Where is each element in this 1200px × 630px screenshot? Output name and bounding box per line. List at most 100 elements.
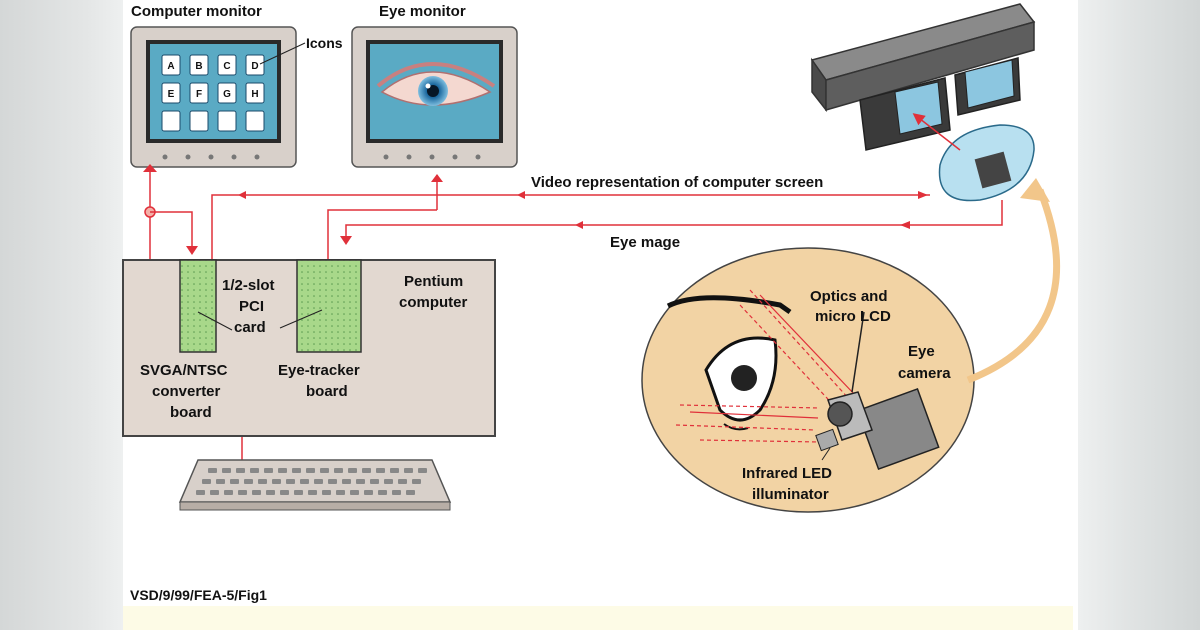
screen-icon-key — [217, 110, 237, 132]
icons-label: Icons — [306, 35, 343, 51]
screen-icon-key — [217, 54, 237, 76]
lcd-arrow — [912, 113, 961, 151]
keyboard-key — [376, 468, 385, 473]
keyboard-key — [244, 479, 253, 484]
computer-monitor: A B C D E F G H — [130, 26, 297, 168]
monitor-buttons — [162, 154, 260, 160]
keyboard-key — [238, 490, 247, 495]
infrared-led — [815, 428, 839, 452]
pentium-computer — [122, 259, 496, 437]
screen-icon-key-label: E — [168, 89, 175, 100]
keyboard-key — [314, 479, 323, 484]
eye-image-label: Eye mage — [610, 234, 680, 251]
keyboard-key — [322, 490, 331, 495]
headset-display — [810, 3, 1036, 151]
keyboard-key — [272, 479, 281, 484]
eye-monitor-label: Eye monitor — [379, 3, 466, 20]
keyboard-key — [342, 479, 351, 484]
left-margin — [0, 0, 123, 630]
eye-camera-label-1: Eye — [908, 343, 935, 360]
keyboard-key — [336, 490, 345, 495]
screen-icon-key-label: B — [195, 61, 202, 72]
keyboard-key — [236, 468, 245, 473]
video-representation-label: Video representation of computer screen — [531, 174, 823, 191]
keyboard-key — [292, 468, 301, 473]
pci-label-3: card — [234, 319, 266, 336]
pupil — [427, 85, 439, 97]
keyboard-key — [370, 479, 379, 484]
screen-icon-key — [217, 82, 237, 104]
screen-icon-key — [189, 82, 209, 104]
right-margin — [1078, 0, 1200, 630]
keyboard-key — [378, 490, 387, 495]
svga-converter-board — [179, 259, 217, 353]
keyboard-key — [328, 479, 337, 484]
keyboard-key — [364, 490, 373, 495]
keyboard-key — [306, 468, 315, 473]
screen-icon-key-label: F — [196, 89, 202, 100]
keyboard-key — [250, 468, 259, 473]
keyboard-key — [208, 468, 217, 473]
keyboard-key — [390, 468, 399, 473]
svga-label-2: converter — [152, 383, 221, 400]
keyboard-key — [362, 468, 371, 473]
keyboard-key — [264, 468, 273, 473]
pci-label-1: 1/2-slot — [222, 277, 275, 294]
keyboard-key — [308, 490, 317, 495]
camera-link-arrow — [966, 188, 1061, 384]
screen-icon-key — [189, 110, 209, 132]
pci-label-2: PCI — [239, 298, 264, 315]
screen-icon-key-label: D — [251, 61, 258, 72]
screen-icon-key — [245, 110, 265, 132]
keyboard-key — [348, 468, 357, 473]
camera-body — [856, 387, 940, 471]
keyboard-key — [334, 468, 343, 473]
infrared-label-1: Infrared LED — [742, 465, 832, 482]
keyboard-key — [266, 490, 275, 495]
keyboard-key — [252, 490, 261, 495]
keyboard-key — [222, 468, 231, 473]
keyboard-key — [202, 479, 211, 484]
keyboard-key — [294, 490, 303, 495]
keyboard-key — [418, 468, 427, 473]
eye-camera-module — [938, 124, 1035, 202]
keyboard-key — [196, 490, 205, 495]
pentium-label-2: computer — [399, 294, 468, 311]
keyboard-key — [412, 479, 421, 484]
keyboard-key — [384, 479, 393, 484]
keyboard-key — [300, 479, 309, 484]
eyebrow — [666, 295, 792, 315]
keyboard-key — [258, 479, 267, 484]
figure-id: VSD/9/99/FEA-5/Fig1 — [130, 587, 267, 603]
screen-icon-key — [161, 54, 181, 76]
screen-icon-key — [161, 110, 181, 132]
eyetracker-label-1: Eye-tracker — [278, 362, 360, 379]
infrared-label-2: illuminator — [752, 486, 829, 503]
pentium-label-1: Pentium — [404, 273, 463, 290]
eyelid — [376, 62, 496, 88]
optics-label-2: micro LCD — [815, 308, 891, 325]
keyboard-key — [210, 490, 219, 495]
keyboard-key — [280, 490, 289, 495]
screen-icon-key-label: A — [167, 61, 174, 72]
svga-label-3: board — [170, 404, 212, 421]
screen-icon-key-label: H — [251, 89, 258, 100]
screen-icon-key-label: G — [223, 89, 231, 100]
keyboard-key — [320, 468, 329, 473]
keyboard-key — [278, 468, 287, 473]
keyboard-key — [404, 468, 413, 473]
keyboard — [178, 459, 452, 511]
keyboard-key — [350, 490, 359, 495]
screen-icon-key — [161, 82, 181, 104]
signal-lines — [143, 164, 1003, 462]
icons-leader-line — [259, 42, 306, 65]
keyboard-key — [406, 490, 415, 495]
keyboard-key — [286, 479, 295, 484]
inset-detail — [641, 247, 975, 513]
computer-monitor-label: Computer monitor — [131, 3, 262, 20]
screen-icon-key — [245, 54, 265, 76]
screen-icon-key-label: C — [223, 61, 230, 72]
eye-camera-label-2: camera — [898, 365, 951, 382]
eyetracker-label-2: board — [306, 383, 348, 400]
keyboard-key — [392, 490, 401, 495]
